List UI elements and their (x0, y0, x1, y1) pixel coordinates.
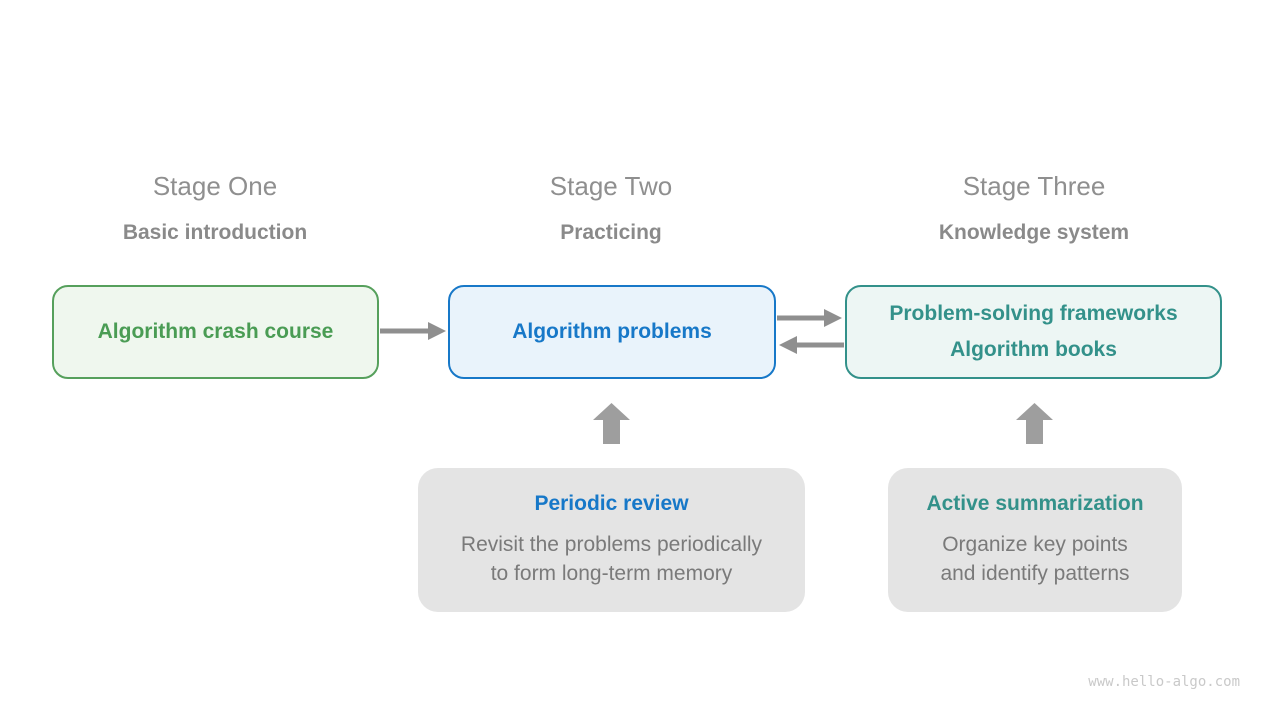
stage-one-label: Stage One (152, 171, 278, 201)
periodic-review-body-line-2: to form long-term memory (490, 562, 733, 585)
periodic-review-body-line-1: Revisit the problems periodically (460, 533, 763, 556)
right-arrow-icon (380, 322, 446, 340)
site-watermark: www.hello-algo.com (1088, 674, 1240, 690)
stage-three-subtitle: Knowledge system (938, 221, 1130, 244)
algorithm-problems-box: Algorithm problems (448, 285, 776, 379)
knowledge-system-box: Problem-solving frameworks Algorithm boo… (845, 285, 1222, 379)
algorithm-books-text: Algorithm books (950, 338, 1117, 361)
active-summarization-body-line-1: Organize key points (942, 533, 1128, 556)
up-arrow-icon (1016, 403, 1053, 444)
stage-two-subtitle: Practicing (560, 221, 662, 244)
problem-solving-frameworks-text: Problem-solving frameworks (889, 302, 1178, 325)
algorithm-problems-text: Algorithm problems (512, 320, 712, 343)
periodic-review-title: Periodic review (534, 492, 689, 515)
algorithm-crash-course-text: Algorithm crash course (97, 320, 334, 343)
active-summarization-body: Organize key points and identify pattern… (940, 530, 1129, 588)
algorithm-crash-course-box: Algorithm crash course (52, 285, 379, 379)
stage-three-label: Stage Three (962, 171, 1106, 201)
stage-one-subtitle: Basic introduction (122, 221, 308, 244)
double-arrow-icon (777, 309, 844, 354)
active-summarization-title: Active summarization (926, 492, 1144, 515)
up-arrow-icon (593, 403, 630, 444)
periodic-review-note: Periodic review Revisit the problems per… (418, 468, 805, 612)
active-summarization-note: Active summarization Organize key points… (888, 468, 1182, 612)
periodic-review-body: Revisit the problems periodically to for… (461, 530, 762, 588)
stage-two-label: Stage Two (549, 171, 673, 201)
active-summarization-body-line-2: and identify patterns (940, 562, 1130, 585)
